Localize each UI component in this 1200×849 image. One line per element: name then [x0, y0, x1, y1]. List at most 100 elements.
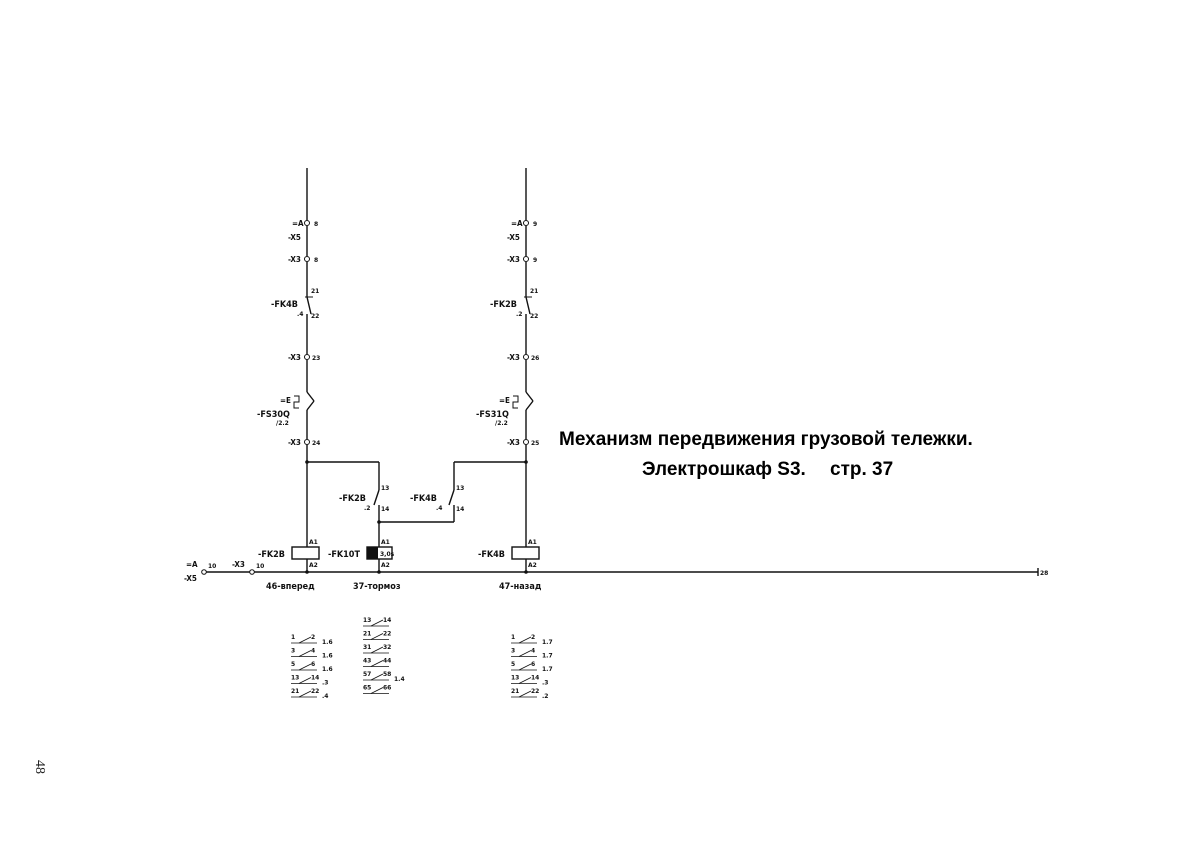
contact-pin-a: 5: [291, 661, 295, 668]
contact-pin-a: 43: [363, 658, 371, 665]
contact-pin-b: 14: [531, 675, 539, 682]
branch-left: =A 8 -X5 -X3 8 -FK4B .4 21 22 -X3 23 =E …: [257, 168, 320, 592]
right-terminal-x5: -X5: [507, 233, 520, 242]
left-x3-low-num: 24: [312, 440, 320, 447]
contact-ref: 1.6: [322, 639, 333, 646]
middle-contact-a-sub: .2: [364, 505, 370, 512]
contact-pin-b: 14: [383, 617, 391, 624]
left-x3-mid-num: 23: [312, 355, 320, 362]
contact-slash: [298, 677, 312, 684]
left-coil-a2: A2: [309, 562, 318, 569]
left-switch-label: -FS30Q: [257, 410, 290, 420]
middle-contact-b-pin-top: 13: [456, 485, 464, 492]
right-terminal-x3-num: 9: [533, 257, 537, 264]
middle-coil-a2: A2: [381, 562, 390, 569]
bus-terminal-a: =A: [186, 560, 198, 569]
contact-slash: [518, 636, 532, 644]
contact-pin-a: 65: [363, 685, 371, 692]
right-terminal-x3: -X3: [507, 255, 520, 264]
contact-pin-a: 21: [511, 688, 519, 695]
right-switch-prefix: =E: [499, 396, 510, 405]
contact-pin-b: 2: [311, 634, 315, 641]
contact-pin-b: 4: [311, 648, 315, 655]
contact-row: 21 22: [363, 631, 391, 640]
contact-pin-b: 4: [531, 648, 535, 655]
middle-contact-a-pin-bottom: 14: [381, 506, 389, 513]
branch-middle: -FK2B .2 13 14 -FK4B .4 13 14 -FK10T 3,0…: [305, 460, 528, 592]
contact-slash: [518, 663, 532, 671]
middle-contact-b-label: -FK4B: [410, 494, 437, 504]
contact-pin-b: 58: [383, 671, 391, 678]
contact-pin-b: 6: [311, 661, 315, 668]
middle-contact-b-pin-bottom: 14: [456, 506, 464, 513]
bus-terminal-x5: -X5: [184, 574, 197, 583]
contact-ref: 1.6: [322, 666, 333, 673]
contact-ref: 1.6: [322, 653, 333, 660]
middle-contact-b-sub: .4: [436, 505, 442, 512]
contact-slash: [370, 646, 384, 654]
right-coil-a1: A1: [528, 539, 537, 546]
right-contact-pin-top: 21: [530, 288, 538, 295]
right-x3-low-num: 25: [531, 440, 539, 447]
contact-pin-b: 22: [531, 688, 539, 695]
contact-slash: [370, 687, 384, 694]
contact-slash: [370, 619, 384, 627]
contact-row: 13 14: [363, 617, 391, 627]
contact-pin-b: 22: [383, 631, 391, 638]
contact-pin-b: 14: [311, 675, 319, 682]
contact-slash: [518, 677, 532, 684]
left-switch-sub: /2.2: [276, 420, 289, 427]
contact-pin-b: 32: [383, 644, 391, 651]
left-terminal-a-num: 8: [314, 221, 318, 228]
contact-pin-b: 2: [531, 634, 535, 641]
branch-right: =A 9 -X5 -X3 9 -FK2B .2 21 22 -X3 26 =E …: [476, 168, 542, 592]
contact-slash: [298, 636, 312, 644]
right-caption: 47-назад: [499, 582, 542, 592]
contact-row: 13 14.3: [291, 675, 328, 687]
contact-pin-b: 22: [311, 688, 319, 695]
left-coil-a1: A1: [309, 539, 318, 546]
contact-slash: [298, 650, 312, 657]
right-x3-low: -X3: [507, 438, 520, 447]
left-caption: 46-вперед: [266, 582, 315, 592]
middle-coil-time: 3,0s: [380, 551, 395, 558]
left-contact-label: -FK4B: [271, 300, 298, 310]
right-contact-pin-bottom: 22: [530, 313, 538, 320]
contact-pin-a: 13: [291, 675, 299, 682]
contact-pin-a: 1: [511, 634, 515, 641]
contact-pin-a: 13: [363, 617, 371, 624]
contact-slash: [370, 673, 384, 681]
left-terminal-a: =A: [292, 219, 304, 228]
contact-ref: 1.7: [542, 666, 553, 673]
right-switch-sub: /2.2: [495, 420, 508, 427]
contact-pin-a: 5: [511, 661, 515, 668]
contact-slash: [518, 690, 532, 698]
contact-pin-a: 21: [363, 631, 371, 638]
contact-ref: .3: [542, 680, 548, 687]
middle-contact-a-pin-top: 13: [381, 485, 389, 492]
contact-pin-b: 6: [531, 661, 535, 668]
middle-coil-a1: A1: [381, 539, 390, 546]
left-contact-pin-top: 21: [311, 288, 319, 295]
middle-coil-label: -FK10T: [328, 550, 360, 560]
right-coil-label: -FK4B: [478, 550, 505, 560]
contact-pin-b: 66: [383, 685, 391, 692]
left-contact-pin-bottom: 22: [311, 313, 319, 320]
left-terminal-x3: -X3: [288, 255, 301, 264]
contact-pin-a: 13: [511, 675, 519, 682]
contact-ref: .3: [322, 680, 328, 687]
contact-row: 65 66: [363, 685, 391, 694]
right-coil-a2: A2: [528, 562, 537, 569]
